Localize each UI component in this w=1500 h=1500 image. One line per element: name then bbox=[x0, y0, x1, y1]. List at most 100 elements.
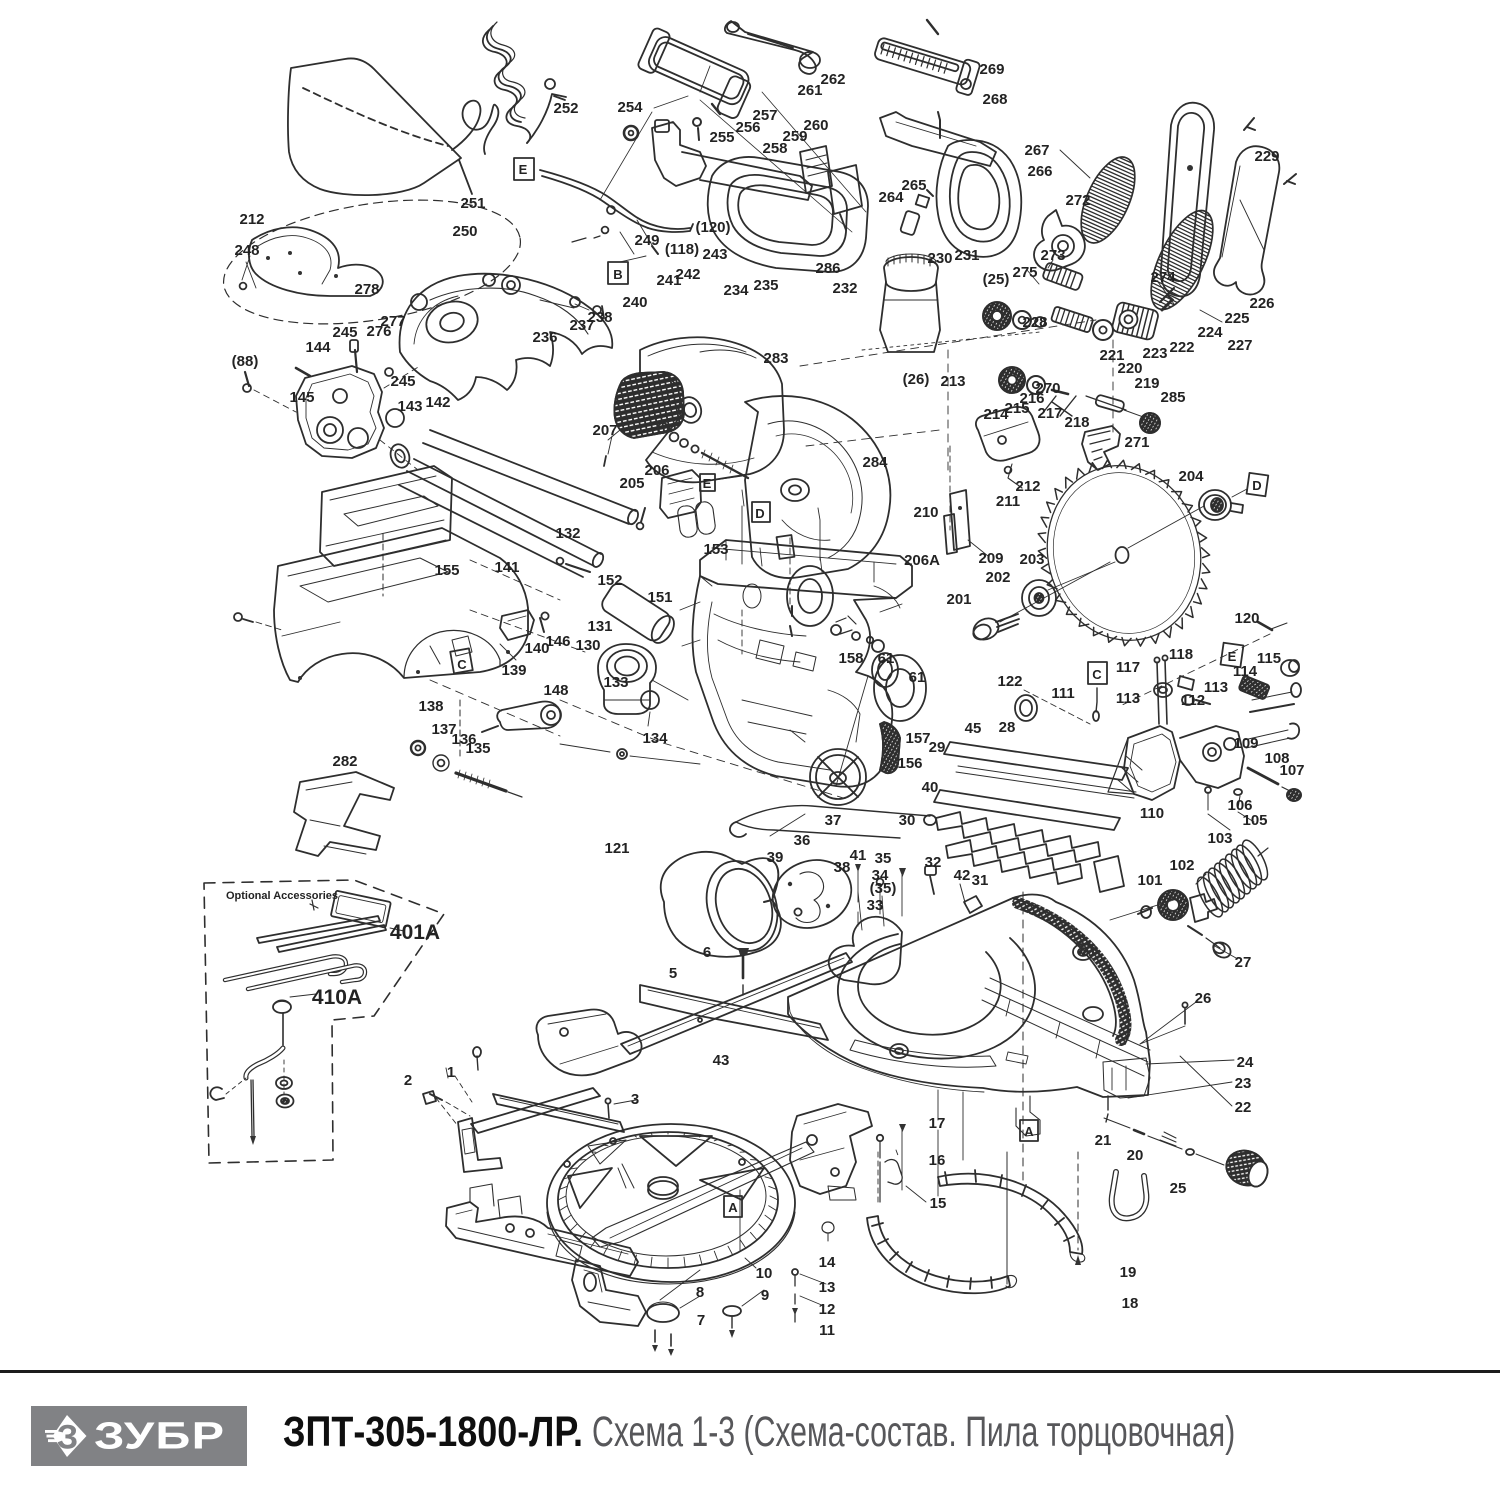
svg-text:E: E bbox=[519, 162, 528, 177]
svg-text:13: 13 bbox=[819, 1279, 836, 1296]
svg-text:212: 212 bbox=[239, 211, 264, 228]
svg-text:275: 275 bbox=[1012, 264, 1037, 281]
svg-text:11: 11 bbox=[819, 1322, 835, 1339]
svg-text:107: 107 bbox=[1279, 762, 1304, 779]
svg-text:225: 225 bbox=[1224, 310, 1249, 327]
svg-text:243: 243 bbox=[702, 246, 727, 263]
svg-text:218: 218 bbox=[1064, 414, 1089, 431]
svg-text:D: D bbox=[1252, 478, 1261, 493]
svg-text:117: 117 bbox=[1116, 659, 1140, 676]
svg-text:A: A bbox=[728, 1200, 738, 1215]
svg-text:25: 25 bbox=[1170, 1180, 1187, 1197]
svg-text:14: 14 bbox=[819, 1254, 836, 1271]
svg-text:12: 12 bbox=[819, 1301, 836, 1318]
svg-text:26: 26 bbox=[1195, 990, 1212, 1007]
svg-text:210: 210 bbox=[913, 504, 938, 521]
svg-text:248: 248 bbox=[234, 242, 259, 259]
svg-text:35: 35 bbox=[875, 850, 892, 867]
svg-text:226: 226 bbox=[1249, 295, 1274, 312]
svg-text:1: 1 bbox=[447, 1064, 455, 1081]
svg-text:264: 264 bbox=[878, 189, 904, 206]
svg-text:138: 138 bbox=[418, 698, 443, 715]
svg-text:401A: 401A bbox=[390, 921, 440, 944]
svg-text:205: 205 bbox=[619, 475, 644, 492]
svg-text:109: 109 bbox=[1233, 735, 1258, 752]
svg-text:(120): (120) bbox=[695, 219, 730, 236]
svg-text:139: 139 bbox=[501, 662, 526, 679]
svg-text:206A: 206A bbox=[904, 552, 940, 569]
svg-text:136: 136 bbox=[451, 731, 476, 748]
svg-text:32: 32 bbox=[925, 854, 942, 871]
svg-text:23: 23 bbox=[1235, 1075, 1252, 1092]
svg-text:158: 158 bbox=[838, 650, 863, 667]
svg-text:38: 38 bbox=[834, 859, 851, 876]
svg-text:262: 262 bbox=[820, 71, 845, 88]
svg-text:142: 142 bbox=[425, 394, 450, 411]
svg-text:115: 115 bbox=[1257, 650, 1281, 667]
svg-text:29: 29 bbox=[929, 739, 946, 756]
svg-text:E: E bbox=[703, 476, 712, 491]
svg-text:21: 21 bbox=[1095, 1132, 1112, 1149]
svg-text:105: 105 bbox=[1242, 812, 1267, 829]
svg-text:6: 6 bbox=[703, 944, 711, 961]
svg-text:39: 39 bbox=[767, 849, 784, 866]
svg-text:256: 256 bbox=[735, 119, 760, 136]
svg-text:260: 260 bbox=[803, 117, 828, 134]
svg-text:106: 106 bbox=[1227, 797, 1252, 814]
svg-text:43: 43 bbox=[713, 1052, 730, 1069]
svg-text:201: 201 bbox=[946, 591, 971, 608]
svg-text:(26): (26) bbox=[903, 371, 930, 388]
svg-text:214: 214 bbox=[983, 406, 1009, 423]
svg-text:255: 255 bbox=[709, 129, 734, 146]
svg-text:45: 45 bbox=[965, 720, 982, 737]
svg-text:204: 204 bbox=[1178, 468, 1204, 485]
svg-text:8: 8 bbox=[696, 1284, 704, 1301]
svg-text:410A: 410A bbox=[312, 986, 362, 1009]
svg-text:254: 254 bbox=[617, 99, 643, 116]
svg-text:41: 41 bbox=[850, 847, 867, 864]
svg-text:235: 235 bbox=[753, 277, 778, 294]
svg-text:234: 234 bbox=[723, 282, 749, 299]
svg-text:213: 213 bbox=[940, 373, 965, 390]
svg-text:251: 251 bbox=[460, 195, 485, 212]
svg-text:282: 282 bbox=[332, 753, 357, 770]
svg-text:242: 242 bbox=[675, 266, 700, 283]
svg-text:209: 209 bbox=[978, 550, 1003, 567]
svg-text:228: 228 bbox=[1022, 314, 1047, 331]
svg-text:265: 265 bbox=[901, 177, 926, 194]
svg-text:31: 31 bbox=[972, 872, 989, 889]
svg-text:5: 5 bbox=[669, 965, 677, 982]
svg-text:2: 2 bbox=[404, 1072, 412, 1089]
svg-text:B: B bbox=[613, 267, 622, 282]
svg-text:110: 110 bbox=[1140, 805, 1164, 822]
svg-text:101: 101 bbox=[1137, 872, 1162, 889]
svg-text:272: 272 bbox=[1065, 192, 1090, 209]
svg-text:61: 61 bbox=[909, 669, 926, 686]
svg-text:3: 3 bbox=[631, 1091, 639, 1108]
svg-text:16: 16 bbox=[929, 1152, 946, 1169]
svg-text:224: 224 bbox=[1197, 324, 1223, 341]
svg-text:(88): (88) bbox=[232, 353, 259, 370]
svg-text:42: 42 bbox=[954, 867, 971, 884]
svg-text:144: 144 bbox=[305, 339, 331, 356]
svg-text:227: 227 bbox=[1227, 337, 1252, 354]
svg-text:27: 27 bbox=[1235, 954, 1252, 971]
svg-text:156: 156 bbox=[897, 755, 922, 772]
svg-text:102: 102 bbox=[1169, 857, 1194, 874]
svg-text:206: 206 bbox=[644, 462, 669, 479]
svg-text:111: 111 bbox=[1051, 685, 1074, 702]
svg-text:130: 130 bbox=[575, 637, 600, 654]
svg-text:145: 145 bbox=[289, 389, 314, 406]
svg-text:24: 24 bbox=[1237, 1054, 1254, 1071]
svg-text:155: 155 bbox=[434, 562, 459, 579]
svg-text:З: З bbox=[57, 1419, 78, 1457]
svg-text:202: 202 bbox=[985, 569, 1010, 586]
svg-text:36: 36 bbox=[794, 832, 811, 849]
svg-text:268: 268 bbox=[982, 91, 1007, 108]
svg-text:132: 132 bbox=[555, 525, 580, 542]
svg-text:121: 121 bbox=[604, 840, 629, 857]
svg-text:267: 267 bbox=[1024, 142, 1049, 159]
svg-text:19: 19 bbox=[1120, 1264, 1137, 1281]
svg-text:108: 108 bbox=[1264, 750, 1289, 767]
svg-text:37: 37 bbox=[825, 812, 842, 829]
